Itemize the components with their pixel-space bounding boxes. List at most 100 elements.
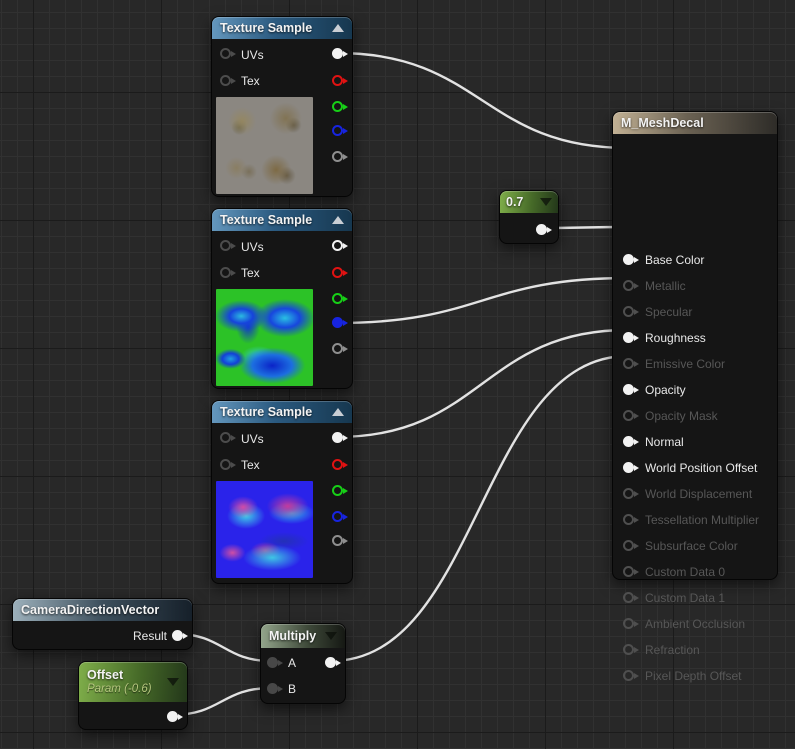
node-header[interactable]: M_MeshDecal: [613, 112, 777, 134]
output-pin-b[interactable]: [332, 511, 348, 522]
input-pin-tex[interactable]: [220, 267, 236, 278]
dropdown-icon[interactable]: [325, 632, 337, 640]
node-offset-param[interactable]: Offset Param (-0.6): [78, 661, 188, 730]
input-pin-a[interactable]: [267, 657, 283, 668]
input-label-tex: Tex: [241, 266, 260, 280]
output-pin-b[interactable]: [332, 125, 348, 136]
input-pin-tex[interactable]: [220, 459, 236, 470]
decal-pin-specular[interactable]: [623, 306, 639, 317]
dropdown-icon[interactable]: [167, 678, 179, 686]
decal-pin-base-color[interactable]: [623, 254, 639, 265]
node-texture-sample-3[interactable]: Texture Sample UVs Tex: [211, 400, 353, 584]
input-label-a: A: [288, 656, 297, 670]
texture-preview: [216, 289, 313, 386]
output-pin[interactable]: [536, 224, 552, 235]
node-constant-0-7[interactable]: 0.7: [499, 190, 559, 244]
node-camera-direction-vector[interactable]: CameraDirectionVector Result: [12, 598, 193, 650]
decal-pin-normal[interactable]: [623, 436, 639, 447]
collapse-icon[interactable]: [332, 24, 344, 32]
decal-label-pixel-depth-offset: Pixel Depth Offset: [645, 669, 742, 683]
output-pin-r[interactable]: [332, 75, 348, 86]
output-pin-a[interactable]: [332, 151, 348, 162]
decal-pin-custom-data-0[interactable]: [623, 566, 639, 577]
output-pin-a[interactable]: [332, 535, 348, 546]
decal-label-emissive-color: Emissive Color: [645, 357, 726, 371]
input-label-uvs: UVs: [241, 432, 264, 446]
decal-label-base-color: Base Color: [645, 253, 705, 267]
wire-wpo: [329, 354, 630, 663]
decal-pin-emissive-color[interactable]: [623, 358, 639, 369]
output-pin-r[interactable]: [332, 459, 348, 470]
decal-pin-ambient-occlusion[interactable]: [623, 618, 639, 629]
output-pin[interactable]: [167, 711, 183, 722]
decal-pin-opacity-mask[interactable]: [623, 410, 639, 421]
output-pin-g[interactable]: [332, 101, 348, 112]
collapse-icon[interactable]: [332, 216, 344, 224]
node-m-meshdecal[interactable]: M_MeshDecal Base Color Metallic Specular…: [612, 111, 778, 683]
decal-pin-world-position-offset[interactable]: [623, 462, 639, 473]
decal-label-normal: Normal: [645, 435, 684, 449]
node-texture-sample-2[interactable]: Texture Sample UVs Tex: [211, 208, 353, 389]
decal-label-custom-data-1: Custom Data 1: [645, 591, 726, 605]
decal-pin-world-displacement[interactable]: [623, 488, 639, 499]
decal-pin-refraction[interactable]: [623, 644, 639, 655]
decal-label-roughness: Roughness: [645, 331, 706, 345]
node-texture-sample-1[interactable]: Texture Sample UVs Tex: [211, 16, 353, 197]
decal-label-refraction: Refraction: [645, 643, 700, 657]
output-pin-b[interactable]: [332, 317, 348, 328]
input-label-uvs: UVs: [241, 48, 264, 62]
dropdown-icon[interactable]: [540, 198, 552, 206]
node-header[interactable]: Texture Sample: [212, 17, 352, 39]
node-title: Texture Sample: [220, 213, 313, 227]
decal-pin-pixel-depth-offset[interactable]: [623, 670, 639, 681]
node-header[interactable]: 0.7: [500, 191, 558, 213]
node-header[interactable]: Multiply: [261, 624, 345, 648]
decal-label-tessellation-multiplier: Tessellation Multiplier: [645, 513, 760, 527]
output-pin-rgb[interactable]: [332, 432, 348, 443]
node-header[interactable]: Texture Sample: [212, 401, 352, 423]
decal-label-opacity: Opacity: [645, 383, 686, 397]
output-pin-g[interactable]: [332, 485, 348, 496]
decal-label-custom-data-0: Custom Data 0: [645, 565, 726, 579]
input-pin-uvs[interactable]: [220, 432, 236, 443]
input-pin-b[interactable]: [267, 683, 283, 694]
decal-label-ambient-occlusion: Ambient Occlusion: [645, 617, 746, 631]
output-pin-rgb[interactable]: [332, 240, 348, 251]
node-title: M_MeshDecal: [621, 116, 704, 130]
output-label-result: Result: [132, 629, 167, 643]
decal-pin-roughness[interactable]: [623, 332, 639, 343]
wire-basecolor: [335, 51, 630, 150]
input-pin-uvs[interactable]: [220, 240, 236, 251]
input-pin-uvs[interactable]: [220, 48, 236, 59]
decal-pin-opacity[interactable]: [623, 384, 639, 395]
output-pin-result[interactable]: [172, 630, 188, 641]
decal-label-specular: Specular: [645, 305, 693, 319]
node-title: Texture Sample: [220, 21, 313, 35]
output-pin-a[interactable]: [332, 343, 348, 354]
node-header[interactable]: Texture Sample: [212, 209, 352, 231]
texture-preview: [216, 481, 313, 578]
decal-label-opacity-mask: Opacity Mask: [645, 409, 718, 423]
texture-preview: [216, 97, 313, 194]
collapse-icon[interactable]: [332, 408, 344, 416]
node-header[interactable]: Offset Param (-0.6): [79, 662, 187, 702]
output-pin-g[interactable]: [332, 293, 348, 304]
node-title: Texture Sample: [220, 405, 313, 419]
node-title: Offset: [87, 667, 124, 682]
output-pin-r[interactable]: [332, 267, 348, 278]
node-header[interactable]: CameraDirectionVector: [13, 599, 192, 621]
decal-pin-tessellation-multiplier[interactable]: [623, 514, 639, 525]
decal-pin-subsurface-color[interactable]: [623, 540, 639, 551]
node-title: Multiply: [269, 629, 317, 643]
wire-opacity: [335, 276, 630, 325]
output-pin-rgb[interactable]: [332, 48, 348, 59]
decal-pin-metallic[interactable]: [623, 280, 639, 291]
input-label-b: B: [288, 682, 297, 696]
node-multiply[interactable]: Multiply A B: [260, 623, 346, 704]
input-pin-tex[interactable]: [220, 75, 236, 86]
decal-pin-custom-data-1[interactable]: [623, 592, 639, 603]
decal-label-world-position-offset: World Position Offset: [645, 461, 758, 475]
output-pin[interactable]: [325, 657, 341, 668]
input-label-tex: Tex: [241, 458, 260, 472]
